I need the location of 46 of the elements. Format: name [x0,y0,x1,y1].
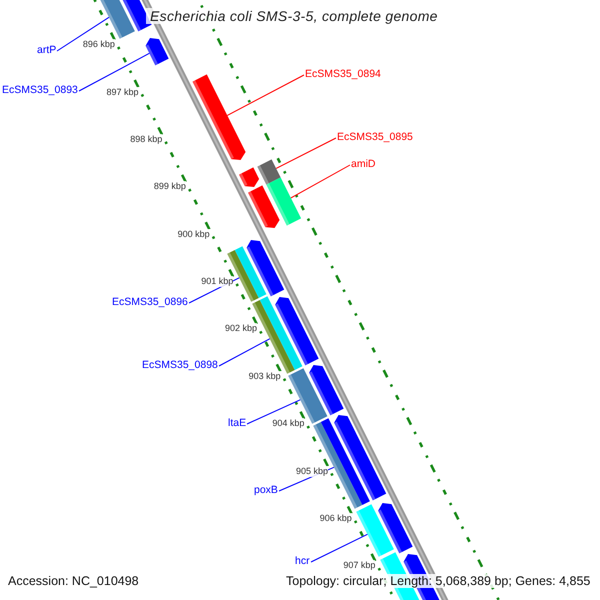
leader-line [78,52,150,92]
leader-line [290,164,350,198]
leader-line [226,74,304,116]
gene-label: poxB [254,484,278,497]
gene-feature [246,240,284,296]
gene-feature [257,159,281,185]
position-label: 906 kbp [320,513,352,524]
gene-label: artP [37,44,56,57]
gene-label: EcSMS35_0893 [2,84,78,97]
gene-label: EcSMS35_0894 [305,68,381,81]
accession-text: Accession: NC_010498 [6,574,141,588]
gene-feature [334,415,386,500]
leader-line [56,16,110,52]
gene-feature [266,177,302,226]
leader-line [276,138,336,169]
position-label: 899 kbp [154,181,186,192]
gene-label: ltaE [228,417,246,430]
gene-feature [275,297,319,366]
position-label: 898 kbp [130,134,162,145]
position-label: 905 kbp [296,466,328,477]
leader-line [310,534,368,562]
position-label: 904 kbp [272,418,304,430]
position-label: 900 kbp [178,228,210,240]
gene-label: EcSMS35_0898 [142,359,218,372]
gene-feature [192,74,246,160]
gene-feature [313,418,370,509]
position-label: 896 kbp [82,39,115,50]
gene-label: EcSMS35_0896 [112,296,188,309]
gene-feature [356,504,394,557]
gene-feature [378,503,413,554]
gene-label: hcr [295,555,310,568]
gene-label: amiD [351,158,376,171]
gene-feature [146,38,169,66]
position-label: 907 kbp [343,560,376,572]
gene-label: EcSMS35_0895 [337,131,413,144]
gene-feature [248,185,280,228]
gene-feature [239,167,260,187]
leader-line [246,399,301,424]
gene-feature [98,0,135,39]
position-label: 901 kbp [201,276,234,288]
leader-line [218,338,270,366]
position-label: 903 kbp [248,370,281,382]
gene-feature [309,365,344,416]
position-label: 902 kbp [224,323,257,334]
position-label: 897 kbp [106,86,139,98]
gene-feature [122,0,152,32]
